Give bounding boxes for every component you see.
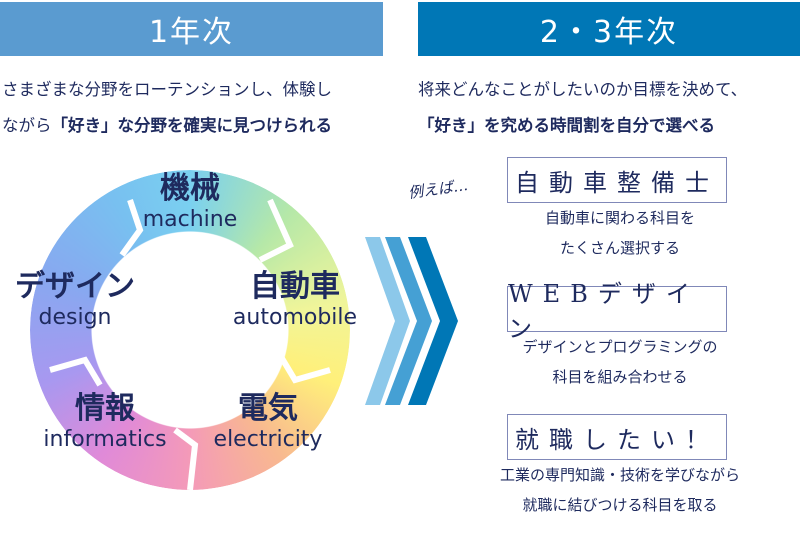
desc-line: 就職に結びつける科目を取る — [522, 496, 718, 514]
desc-line: 科目を組み合わせる — [552, 368, 688, 386]
cycle-item-en: design — [38, 305, 112, 330]
first-year-header: 1年次 — [0, 2, 383, 56]
example-desc-mechanic: 自動車に関わる科目をたくさん選択する — [460, 203, 780, 263]
example-box-employment: 就職したい！ — [507, 414, 727, 460]
desc-line: デザインとプログラミングの — [522, 338, 718, 356]
desc-line: さまざまな分野をローテンションし、体験し — [2, 80, 332, 99]
chevron-arrows-icon — [365, 237, 458, 405]
cycle-item-jp: 電気 — [237, 391, 298, 426]
example-box-web-design: WEBデザイン — [507, 280, 727, 343]
example-box-mechanic: 自動車整備士 — [507, 157, 727, 203]
example-label: 例えば… — [407, 175, 470, 203]
desc-line: 工業の専門知識・技術を学びながら — [499, 466, 740, 484]
cycle-item-en: electricity — [213, 427, 323, 452]
example-desc-web-design: デザインとプログラミングの科目を組み合わせる — [460, 332, 780, 392]
rotation-cycle-ring — [30, 170, 350, 490]
cycle-item-jp: 機械 — [159, 171, 220, 206]
desc-text: ながら — [2, 116, 52, 135]
desc-bold-text: 「好き」な分野を確実に見つけられる — [51, 116, 333, 135]
example-desc-employment: 工業の専門知識・技術を学びながら就職に結びつける科目を取る — [460, 460, 780, 520]
first-year-description: さまざまな分野をローテンションし、体験し ながら「好き」な分野を確実に見つけられ… — [2, 72, 332, 144]
cycle-item-jp: 情報 — [74, 391, 135, 426]
cycle-item-jp: デザイン — [15, 269, 135, 304]
desc-line: 「好き」を究める時間割を自分で選べる — [418, 108, 747, 144]
desc-line: たくさん選択する — [559, 239, 680, 257]
desc-line: ながら「好き」な分野を確実に見つけられる — [2, 108, 332, 144]
cycle-item-en: machine — [142, 207, 238, 232]
desc-line: 自動車に関わる科目を — [544, 209, 695, 227]
second-third-year-header: 2・3年次 — [418, 2, 800, 56]
desc-bold-text: 「好き」を究める時間割を自分で選べる — [418, 116, 715, 135]
desc-line: 将来どんなことがしたいのか目標を決めて、 — [418, 80, 748, 99]
cycle-item-en: automobile — [232, 305, 358, 330]
cycle-item-jp: 自動車 — [249, 269, 340, 304]
cycle-item-en: informatics — [43, 427, 167, 452]
second-year-description: 将来どんなことがしたいのか目標を決めて、 「好き」を究める時間割を自分で選べる — [418, 72, 747, 144]
cycle-dividers — [49, 198, 331, 490]
